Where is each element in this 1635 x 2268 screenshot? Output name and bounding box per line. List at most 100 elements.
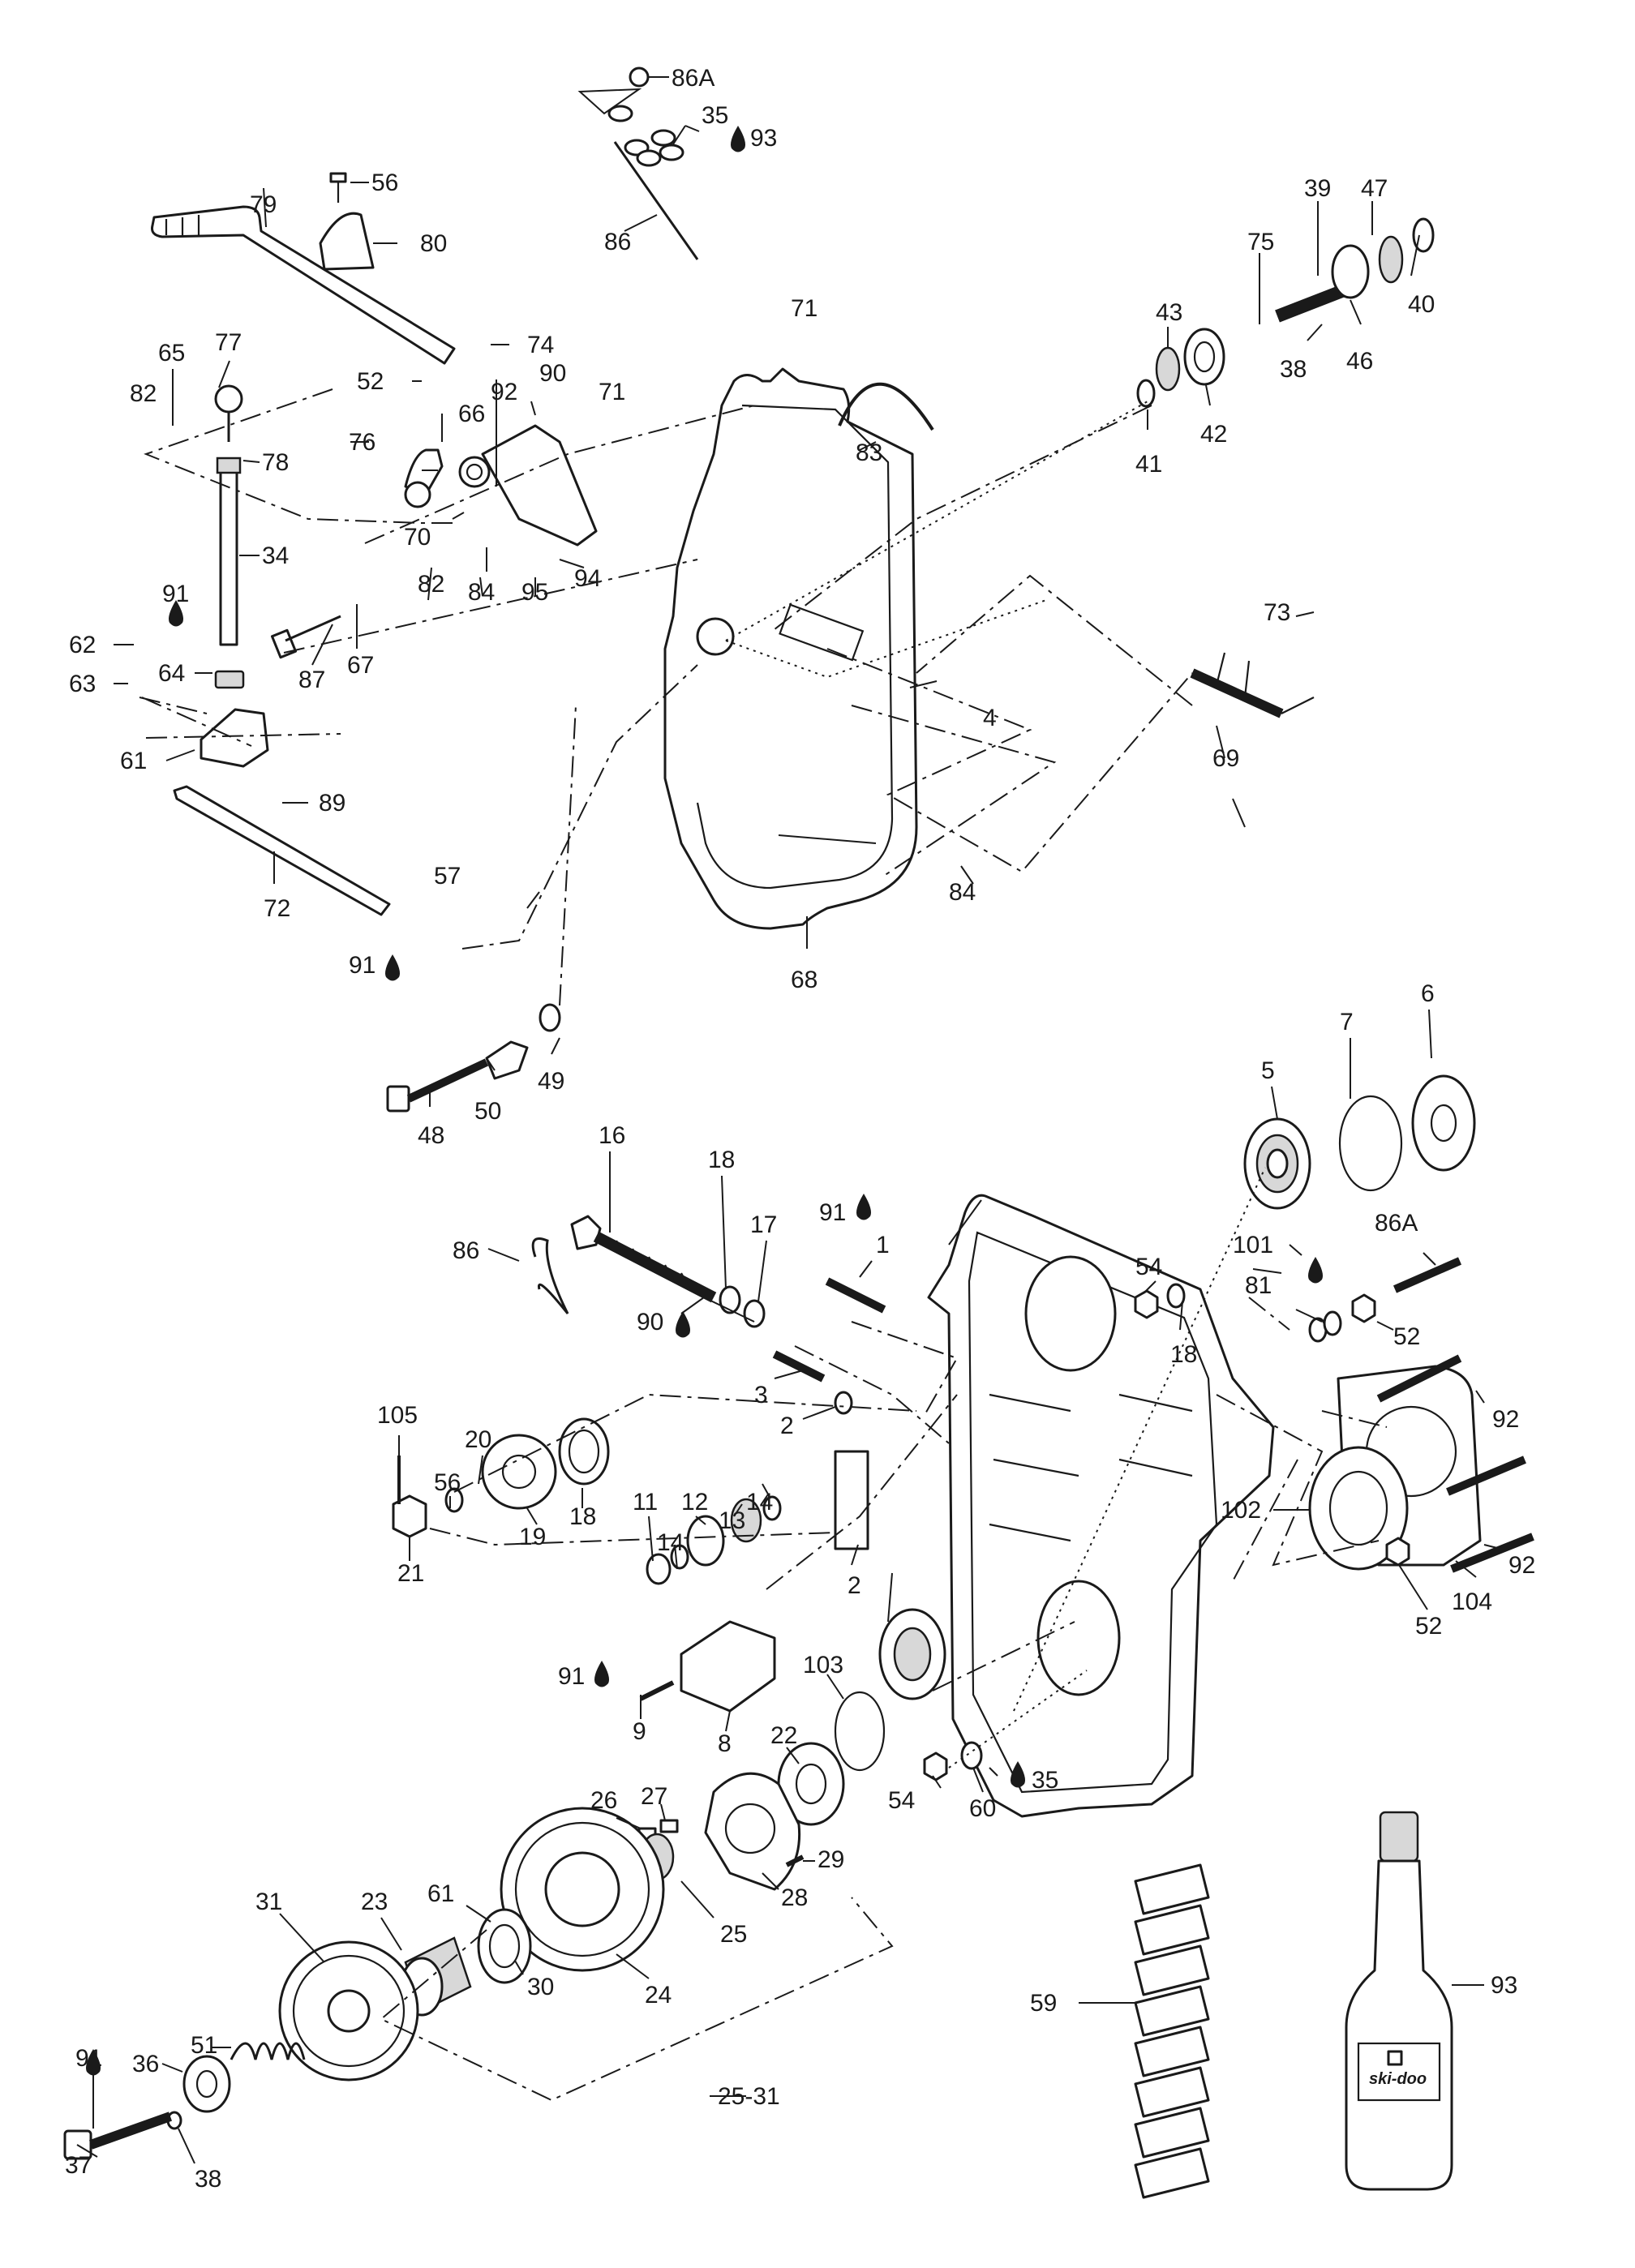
seal-101	[1308, 1446, 1409, 1571]
assembly-lines	[139, 388, 1388, 2102]
callout-68: 67	[347, 652, 374, 679]
callout-35: 35	[1032, 1767, 1058, 1794]
washer-17	[743, 1299, 766, 1328]
callout-78: 77	[215, 329, 242, 356]
rod-86	[607, 66, 699, 260]
callout-104: 104	[1452, 1588, 1492, 1615]
callout-94-bottom: 91	[75, 2045, 102, 2072]
callout-26: 25	[720, 1921, 747, 1948]
callout-100: 101	[1233, 1232, 1273, 1258]
callout-20: 19	[519, 1524, 546, 1550]
washer-18	[719, 1285, 741, 1314]
callout-76: 75	[1247, 229, 1274, 255]
callout-32: 31	[255, 1889, 282, 1915]
callout-50: 50	[474, 1098, 501, 1125]
callout-43: 42	[1200, 421, 1227, 448]
callout-4: 3	[754, 1382, 768, 1408]
nut-54-lower	[923, 1751, 948, 1781]
callout-84: 83	[856, 439, 882, 466]
callout-74: 73	[1264, 599, 1290, 626]
callout-105: 105	[377, 1402, 418, 1429]
callout-56: 56	[434, 1469, 461, 1496]
callout-22: 21	[397, 1560, 424, 1587]
brake-lever-80	[151, 205, 456, 365]
callout-18-right: 18	[1170, 1341, 1197, 1368]
bottle-brand-label: ski-doo	[1369, 2070, 1427, 2088]
oil-drop-icon	[385, 954, 400, 981]
callout-86A: 86A	[672, 65, 715, 92]
callout-94-lower: 91	[558, 1663, 585, 1690]
oil-drop-icon	[731, 126, 745, 152]
washer-60	[960, 1741, 983, 1770]
callout-21: 20	[465, 1426, 491, 1453]
callout-63: 62	[69, 632, 96, 658]
washer-49	[539, 1003, 561, 1032]
plate-62	[200, 708, 269, 768]
bolt-4-upper	[825, 1277, 886, 1314]
callout-2-num: 2	[848, 1572, 861, 1599]
callout-59: 59	[1030, 1990, 1057, 2017]
callout-85-left: 84	[468, 579, 495, 606]
key-28	[659, 1819, 679, 1833]
callout-92: 90	[539, 360, 566, 387]
bolt-4	[772, 1350, 826, 1383]
callout-34: 34	[262, 542, 289, 569]
callout-37: 37	[65, 2152, 92, 2179]
callout-36: 36	[132, 2051, 159, 2077]
callout-103: 103	[803, 1652, 843, 1678]
callout-25-31: 25-31	[718, 2083, 780, 2110]
callout-7: 6	[1421, 980, 1435, 1007]
ring-8	[1338, 1095, 1403, 1192]
callout-83-mid: 82	[418, 571, 444, 598]
oil-drop-icon	[676, 1311, 690, 1338]
screw-11	[639, 1680, 675, 1701]
bolts-90	[1376, 1354, 1534, 1573]
callout-14: 13	[719, 1507, 745, 1534]
callout-91: 89	[319, 790, 345, 817]
oil-drop-icon	[594, 1661, 609, 1687]
callout-86: 86	[604, 229, 631, 255]
callout-30: 29	[818, 1846, 844, 1873]
leader-lines	[76, 76, 1501, 2164]
nut-22	[392, 1494, 427, 1538]
sprocket-43	[1183, 328, 1225, 386]
callout-87: 86	[453, 1237, 479, 1264]
cup-36	[182, 2055, 231, 2113]
callout-77: 76	[349, 429, 375, 456]
callout-82-num: 81	[1245, 1272, 1272, 1299]
callout-46: 46	[1346, 348, 1373, 375]
callout-62: 61	[120, 748, 147, 774]
callout-57: 56	[371, 169, 398, 196]
bolt-88	[1393, 1257, 1462, 1293]
rod-73	[173, 785, 391, 916]
callout-38: 38	[195, 2166, 221, 2193]
bushing-67	[458, 456, 491, 488]
spacer-23	[777, 1742, 845, 1826]
callout-19-num: 18	[569, 1503, 596, 1530]
pin-87	[531, 1237, 569, 1314]
shaft-70	[1190, 652, 1315, 718]
callout-48: 48	[418, 1122, 444, 1149]
callout-29: 28	[781, 1884, 808, 1911]
bearing-102	[878, 1608, 946, 1700]
lever-77	[404, 448, 444, 508]
callout-80: 79	[250, 191, 277, 218]
washer-61	[477, 1908, 532, 1984]
bolt-89	[270, 615, 341, 659]
callout-15-a: 14	[746, 1489, 773, 1516]
washers-82	[1308, 1310, 1342, 1343]
callout-81: 80	[420, 230, 447, 257]
cover-69	[663, 367, 918, 930]
callout-58: 57	[434, 863, 461, 890]
callout-23: 22	[770, 1722, 797, 1749]
callout-85-right: 84	[949, 879, 976, 906]
callout-31: 30	[527, 1974, 554, 2000]
callout-97: 94	[574, 565, 601, 592]
oil-drop-icon	[856, 1194, 871, 1220]
callout-101: 102	[1221, 1497, 1261, 1524]
washer-7	[1411, 1074, 1476, 1172]
callout-64: 63	[69, 671, 96, 697]
callout-79: 78	[262, 449, 289, 476]
callout-88: 86A	[1375, 1210, 1418, 1237]
